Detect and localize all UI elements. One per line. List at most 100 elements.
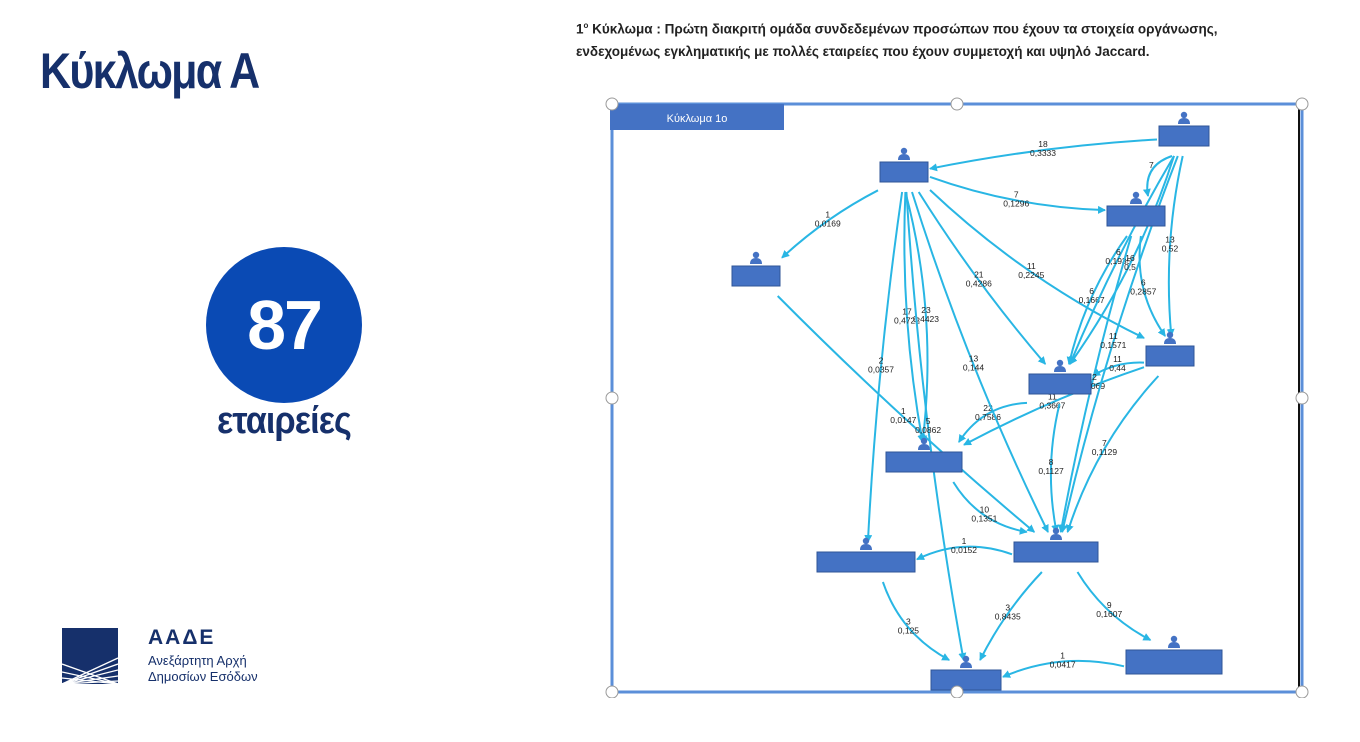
edge-jaccard: 0,1351 [971, 513, 997, 523]
edge-arrow [1066, 235, 1128, 365]
edge-jaccard: 0,8435 [995, 612, 1021, 622]
person-node[interactable] [1158, 111, 1210, 147]
edge-jaccard: 0,1607 [1096, 609, 1122, 619]
edge-count: 6 [1116, 247, 1121, 257]
edge-count: 7 [1014, 189, 1019, 199]
node-box [1145, 345, 1195, 367]
resize-handle[interactable] [605, 685, 619, 698]
edge-arrow [1058, 235, 1133, 533]
edge-jaccard: 0,4423 [913, 314, 939, 324]
resize-handle[interactable] [1295, 685, 1309, 698]
edge-arrow [929, 175, 1106, 214]
node-box [1125, 649, 1223, 675]
company-count-badge [206, 247, 362, 403]
person-icon [1130, 191, 1142, 204]
person-node[interactable] [1106, 191, 1166, 227]
caption-text: Κύκλωμα : Πρώτη διακριτή ομάδα συνδεδεμέ… [576, 21, 1218, 59]
edge-jaccard: 0,0417 [1050, 660, 1076, 670]
edge-arrow [1065, 375, 1160, 533]
edge-jaccard: 0,4722 [894, 316, 920, 326]
person-node[interactable] [816, 537, 916, 573]
edge-arrow [781, 189, 879, 259]
edge-arrow [881, 581, 950, 661]
edge-jaccard: 0,2069 [1079, 381, 1105, 391]
resize-handle[interactable] [1295, 391, 1309, 405]
resize-handle[interactable] [605, 97, 619, 111]
edge-arrow [1069, 155, 1175, 365]
edge-arrow [1166, 155, 1184, 337]
edge-count: 22 [983, 403, 993, 413]
logo-name-line-1: Ανεξάρτητη Αρχή [148, 653, 247, 668]
edge-count: 1 [1060, 651, 1065, 661]
person-node[interactable] [879, 147, 929, 183]
edge-arrow [905, 191, 967, 661]
resize-handle[interactable] [950, 97, 964, 111]
caption-number: 1 [576, 21, 584, 37]
diagram-frame [610, 102, 1304, 694]
person-node[interactable] [930, 655, 1002, 691]
resize-handle[interactable] [950, 685, 964, 698]
edge-jaccard: 0,3333 [1030, 148, 1056, 158]
edge-count: 9 [1107, 600, 1112, 610]
caption-superscript: ο [583, 21, 589, 30]
node-box [1158, 125, 1210, 147]
edge-jaccard: 0,4286 [966, 278, 992, 288]
edge-count: 3 [1005, 603, 1010, 613]
resize-handle[interactable] [1295, 97, 1309, 111]
edge-jaccard: 0,0357 [868, 365, 894, 375]
person-node[interactable] [731, 251, 781, 287]
person-icon [898, 147, 910, 160]
edge-count: 8 [1049, 457, 1054, 467]
edge-jaccard: 0,0169 [815, 219, 841, 229]
edge-count: 12 [1087, 372, 1097, 382]
logo-full-name: Ανεξάρτητη Αρχή Δημοσίων Εσόδων [148, 653, 308, 685]
person-node[interactable] [1145, 331, 1195, 367]
diagram-header-label: Κύκλωμα 1ο [667, 113, 728, 125]
edge-count: 11 [1109, 331, 1118, 341]
company-count-number: 87 [247, 286, 323, 364]
edge-arrow [1076, 571, 1152, 641]
edge-arrow [958, 401, 1028, 443]
edge-count: 11 [1048, 391, 1057, 401]
edge-count: 1 [901, 406, 906, 416]
edge-arrow [1068, 155, 1175, 365]
node-box [885, 451, 963, 473]
edge-count: 13 [969, 354, 979, 364]
edge-arrow [1138, 235, 1166, 337]
person-node[interactable] [885, 437, 963, 473]
person-icon [1168, 635, 1180, 648]
edge-arrow [929, 138, 1158, 172]
diagram-header-tab [610, 104, 784, 130]
selection-handles [605, 97, 1309, 698]
resize-handle[interactable] [605, 391, 619, 405]
edge-arrow [929, 189, 1145, 339]
edge-jaccard: 0,0862 [915, 425, 941, 435]
edge-jaccard: 0,1935 [1105, 256, 1131, 266]
node-box [879, 161, 929, 183]
edge-count: 2 [879, 356, 884, 366]
person-node[interactable] [1125, 635, 1223, 675]
edge-count: 1 [962, 536, 967, 546]
person-icon [1050, 527, 1062, 540]
person-node[interactable] [1013, 527, 1099, 563]
edge-count: 5 [926, 416, 931, 426]
edge-arrow [917, 191, 1047, 365]
person-node[interactable] [1028, 359, 1092, 395]
edge-jaccard: 0,1129 [1092, 447, 1118, 457]
edge-arrow [776, 295, 1036, 533]
edge-arrow [1142, 155, 1173, 197]
